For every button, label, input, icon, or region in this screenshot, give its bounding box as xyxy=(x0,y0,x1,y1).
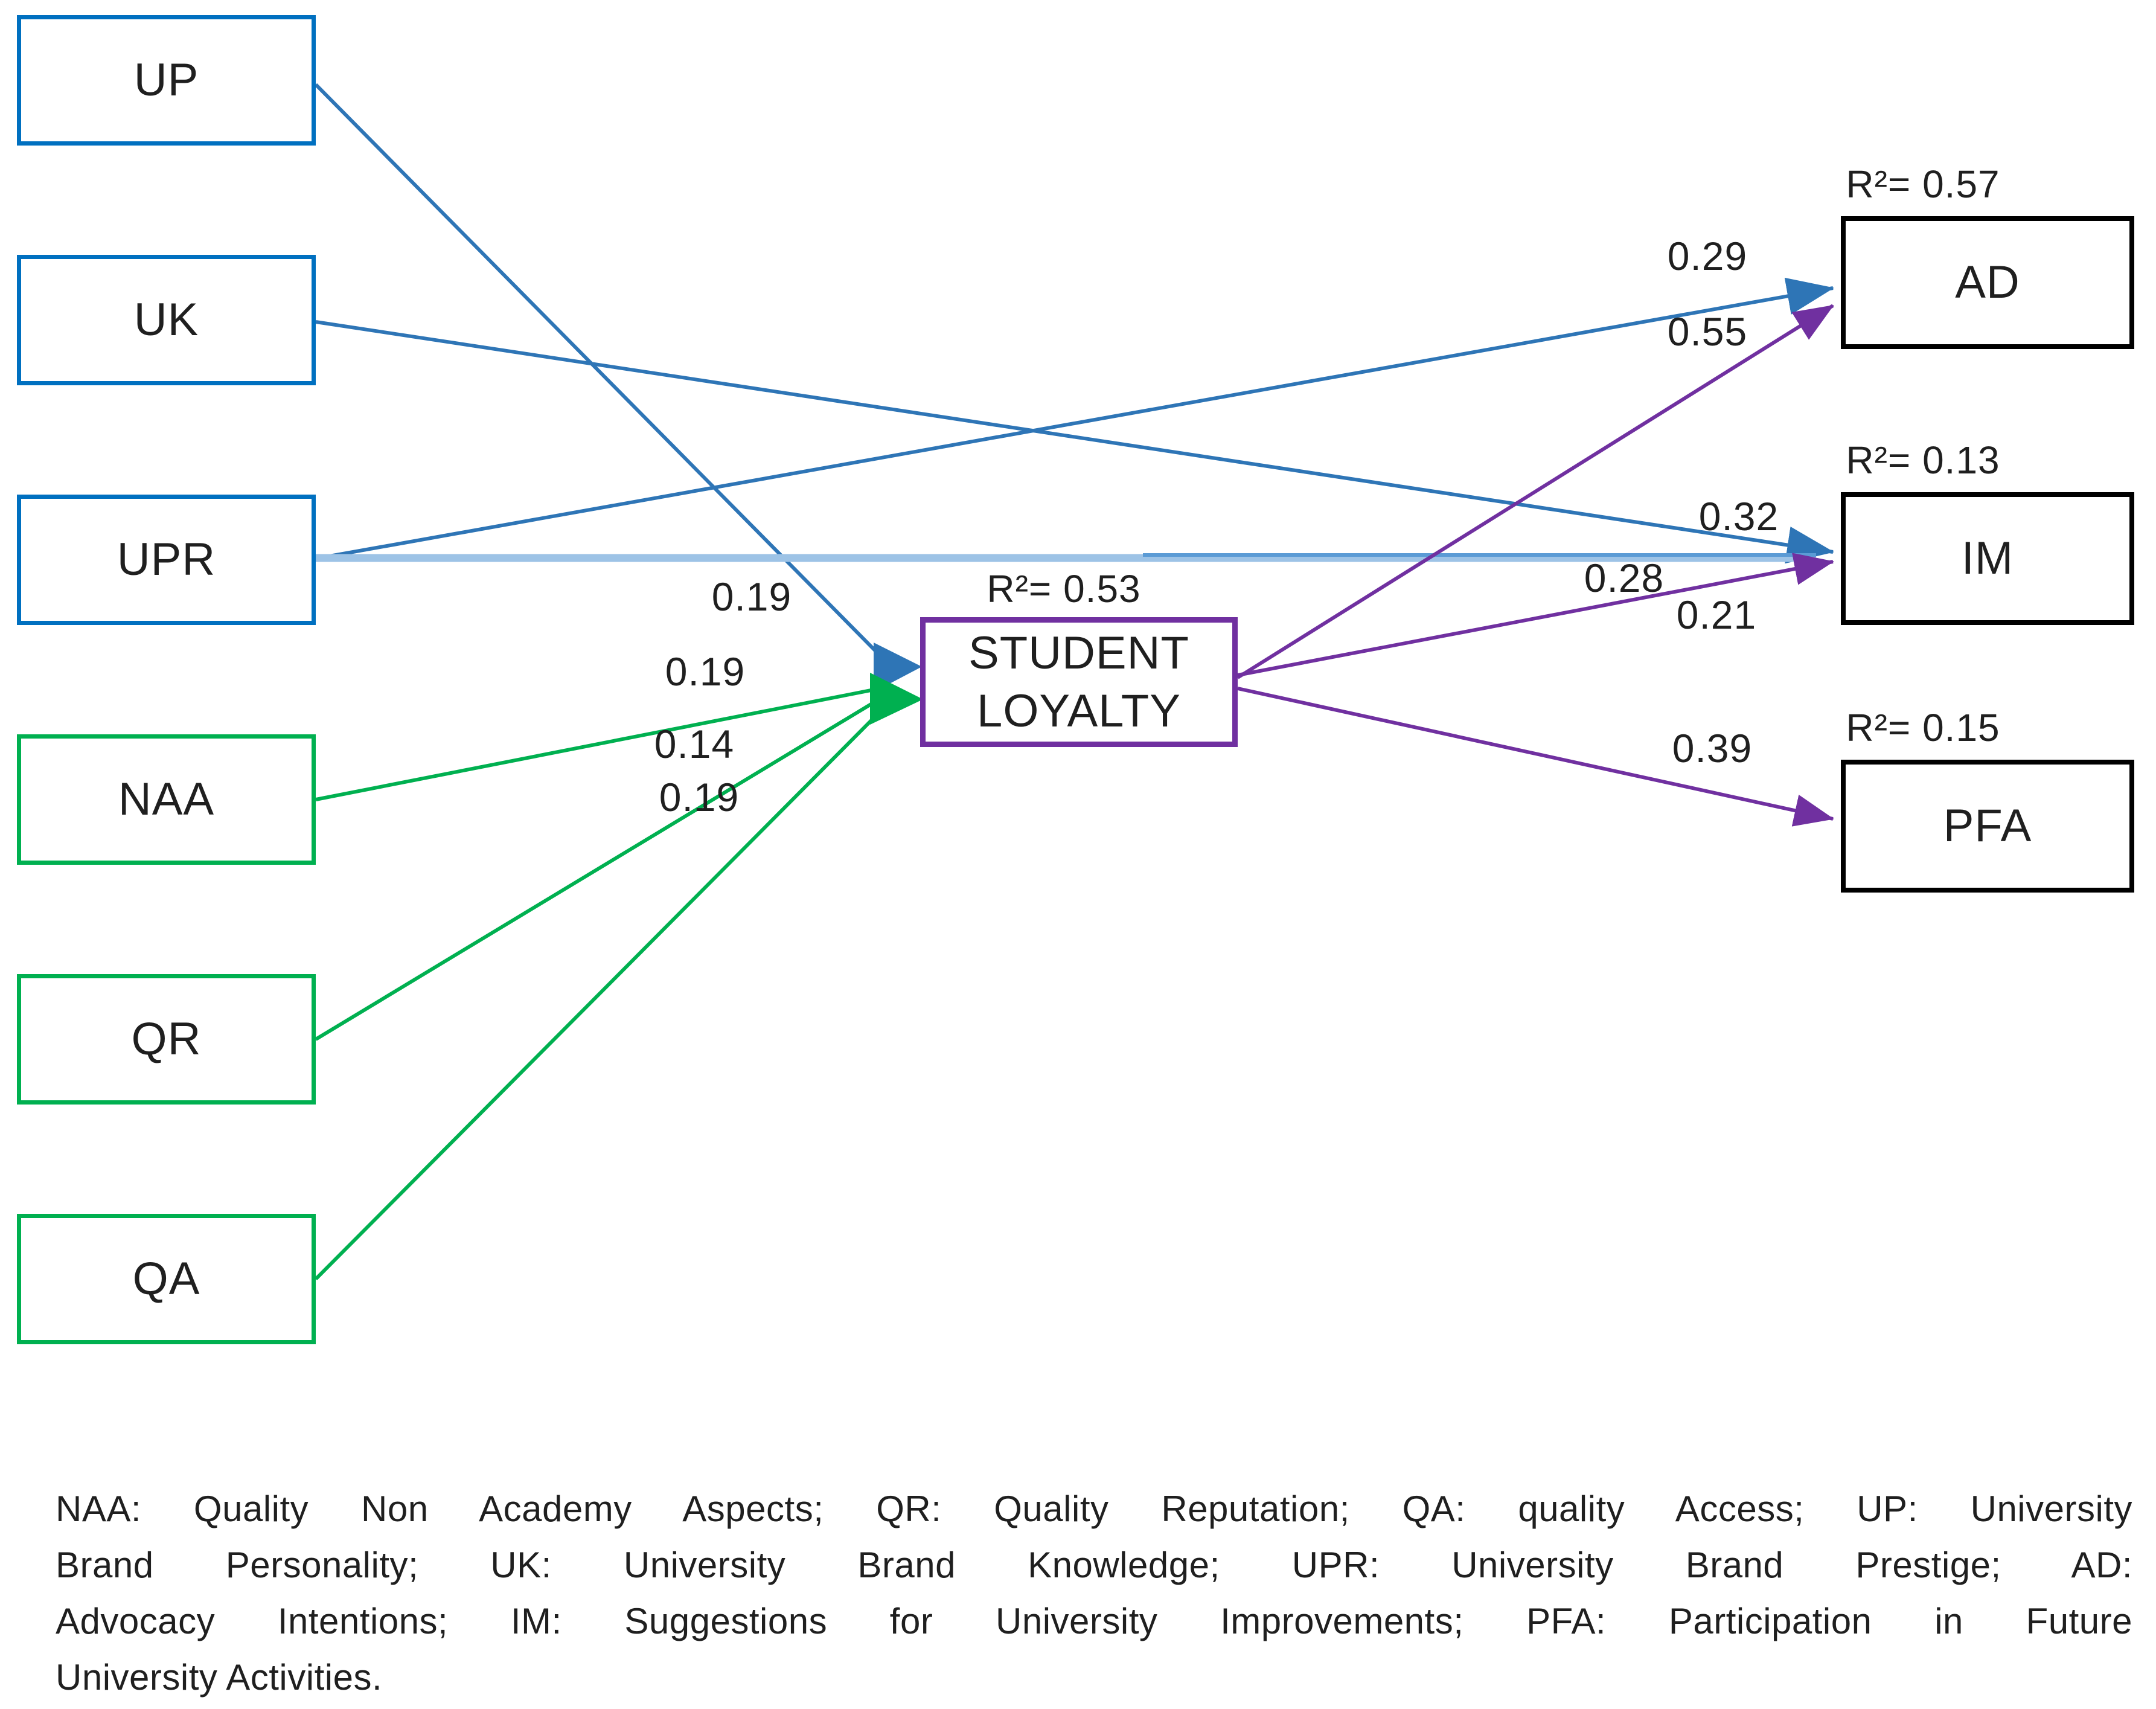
coef-label-qr-student-loyalty: 0.14 xyxy=(654,722,735,766)
node-label: QR xyxy=(131,1013,202,1065)
node-label: PFA xyxy=(1943,800,2032,851)
coef-label-qa-student-loyalty: 0.19 xyxy=(659,775,740,819)
figure-caption: NAA: Quality Non Academy Aspects; QR: Qu… xyxy=(56,1481,2132,1705)
edge-student-loyalty-im xyxy=(1237,553,1834,677)
r2-label-ad: R²= 0.57 xyxy=(1846,162,2000,206)
node-label: IM xyxy=(1961,533,2014,584)
caption-line: Brand Personality; UK: University Brand … xyxy=(56,1545,2132,1585)
node-up: UP xyxy=(17,15,316,146)
r2-label-im: R²= 0.13 xyxy=(1846,438,2000,482)
node-student-loyalty: STUDENT LOYALTY xyxy=(920,617,1238,747)
coef-label-student-loyalty-pfa: 0.39 xyxy=(1672,726,1753,771)
r2-label-student-loyalty: R²= 0.53 xyxy=(987,567,1141,611)
node-qr: QR xyxy=(17,974,316,1105)
node-label: UP xyxy=(133,54,199,106)
node-label: QA xyxy=(132,1253,200,1304)
edge-uk-im xyxy=(315,320,1834,564)
node-label: STUDENT LOYALTY xyxy=(968,627,1189,737)
node-naa: NAA xyxy=(17,734,316,865)
edge-student-loyalty-pfa xyxy=(1237,687,1834,827)
node-label: AD xyxy=(1955,257,2020,308)
arrowhead-into-student-loyalty-blue xyxy=(874,643,922,692)
caption-line: University Activities. xyxy=(56,1657,383,1698)
edge-naa-student-loyalty xyxy=(315,687,881,801)
edge-qa-student-loyalty xyxy=(314,708,883,1281)
node-label: UK xyxy=(133,294,199,345)
node-label: NAA xyxy=(118,774,215,825)
coef-label-student-loyalty-im: 0.21 xyxy=(1676,592,1757,637)
edge-upr-ad xyxy=(315,277,1834,560)
coef-label-student-loyalty-ad: 0.55 xyxy=(1667,309,1748,354)
edge-up-student-loyalty xyxy=(314,83,888,664)
caption-line: Advocacy Intentions; IM: Suggestions for… xyxy=(56,1601,2132,1641)
node-im: IM xyxy=(1841,492,2134,625)
node-label: UPR xyxy=(117,534,216,585)
node-upr: UPR xyxy=(17,495,316,625)
caption-line: NAA: Quality Non Academy Aspects; QR: Qu… xyxy=(56,1489,2132,1529)
arrowhead-into-student-loyalty-green xyxy=(870,673,923,725)
node-ad: AD xyxy=(1841,216,2134,349)
r2-label-pfa: R²= 0.15 xyxy=(1846,706,2000,749)
edge-student-loyalty-ad xyxy=(1236,304,1834,679)
coef-label-up-student-loyalty: 0.19 xyxy=(711,574,792,619)
coef-label-upr-im: 0.28 xyxy=(1584,556,1665,600)
node-pfa: PFA xyxy=(1841,760,2134,893)
node-uk: UK xyxy=(17,255,316,385)
coef-label-upr-ad: 0.29 xyxy=(1667,234,1748,278)
node-qa: QA xyxy=(17,1214,316,1344)
edge-qr-student-loyalty xyxy=(315,697,880,1041)
coef-label-uk-im: 0.32 xyxy=(1698,494,1779,539)
coef-label-naa-student-loyalty: 0.19 xyxy=(665,649,746,694)
